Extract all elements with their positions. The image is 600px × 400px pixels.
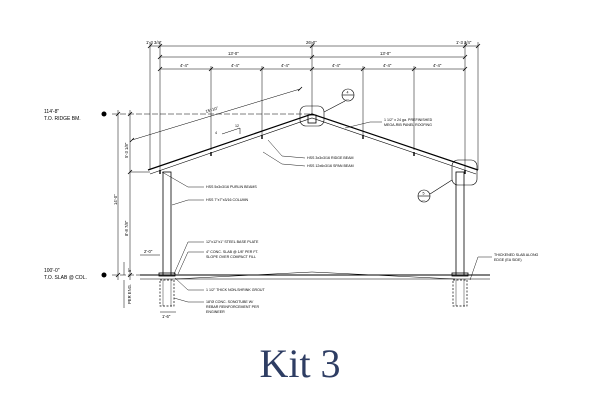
- slab-elevation: 100'-0": [44, 268, 60, 274]
- note-ridge-beam: HSS 3x3x3/16 RIDGE BEAM: [307, 156, 354, 160]
- dim-half-right: 13'-0": [380, 51, 391, 56]
- dim-footing-depth: PER ENG.: [127, 284, 132, 304]
- roof-structure: [147, 113, 479, 175]
- note-footing-2: REBAR REINFORCEMENT PER: [206, 305, 259, 309]
- top-dimension-strings: [147, 42, 481, 170]
- dim-vertical-total: 14'-0": [113, 194, 118, 205]
- dim-overall-span: 26'-0": [306, 40, 317, 45]
- note-slab-2: SLOPE OVER COMPACT FILL: [206, 255, 256, 259]
- callout-4-sheet: —: [346, 97, 350, 101]
- dim-base-plate-height: 5": [127, 268, 132, 272]
- slab-label: T.O. SLAB @ COL.: [44, 275, 87, 281]
- note-base-plate: 12"x12"x1" STEEL BASE PLATE: [206, 240, 259, 244]
- note-slab-1: 4" CONC. SLAB @ 1/8" PER FT.: [206, 250, 259, 254]
- dim-purlin-4: 4'-4": [332, 63, 341, 68]
- slope-indicator: [221, 127, 241, 135]
- dim-vertical-upper: 5'-3 1/8": [124, 142, 129, 158]
- dim-purlin-5: 4'-4": [383, 63, 392, 68]
- note-thickened-slab-2: EDGE (EA SIDE): [494, 258, 522, 262]
- rafter-length-dimension: [129, 86, 303, 143]
- dim-footing-width: 1'-6": [162, 314, 171, 319]
- callout-5-number: 5: [423, 192, 425, 196]
- level-markers: [101, 111, 107, 278]
- dim-overhang-left: 1'-3 3/4": [146, 40, 162, 45]
- dim-overhang-right: 1'-3 3/4": [456, 40, 472, 45]
- dim-purlin-6: 4'-4": [433, 63, 442, 68]
- slab-and-footings: [140, 271, 490, 307]
- dim-half-left: 13'-0": [228, 51, 239, 56]
- leader-lines: [161, 121, 492, 303]
- dim-purlin-1: 4'-4": [180, 63, 189, 68]
- slope-run: 4: [215, 131, 217, 135]
- left-vertical-dimensions: [112, 110, 312, 313]
- note-purlin: HSS 5x3x3/16 PURLIN BEAMS: [206, 185, 257, 189]
- note-span-beam: HSS 12x6x3/16 SPAN BEAM: [307, 164, 354, 168]
- dim-base-plate-width: 2'-0": [144, 249, 153, 254]
- ridge-label: T.O. RIDGE BM.: [44, 116, 81, 122]
- detail-callouts: [299, 88, 478, 203]
- callout-5-sheet: —: [422, 198, 426, 202]
- callout-4-number: 4: [347, 91, 349, 95]
- dim-purlin-2: 4'-4": [231, 63, 240, 68]
- kit-caption: Kit 3: [259, 341, 341, 386]
- dim-vertical-lower: 8'-8 7/8": [124, 220, 129, 236]
- ridge-elevation: 114'-8": [44, 109, 59, 115]
- note-grout: 1 1/2" THICK NON-SHRINK GROUT: [206, 288, 266, 292]
- dim-purlin-3: 4'-4": [281, 63, 290, 68]
- note-roofing-1: 1 1/2" x 24 ga. PREFINISHED: [384, 118, 433, 122]
- dim-rafter-length: 15'-10": [205, 105, 219, 114]
- note-column: HSS 7"x7"x3/16 COLUMN: [206, 198, 249, 202]
- note-roofing-2: MEGA-RIB PANEL ROOFING: [384, 123, 432, 127]
- note-footing-3: ENGINEER: [206, 310, 225, 314]
- note-footing-1: 18"Ø CONC. SONOTUBE W/: [206, 300, 253, 304]
- note-thickened-slab-1: THICKENED SLAB ALONG: [494, 253, 539, 257]
- slope-rise: 12: [235, 124, 239, 128]
